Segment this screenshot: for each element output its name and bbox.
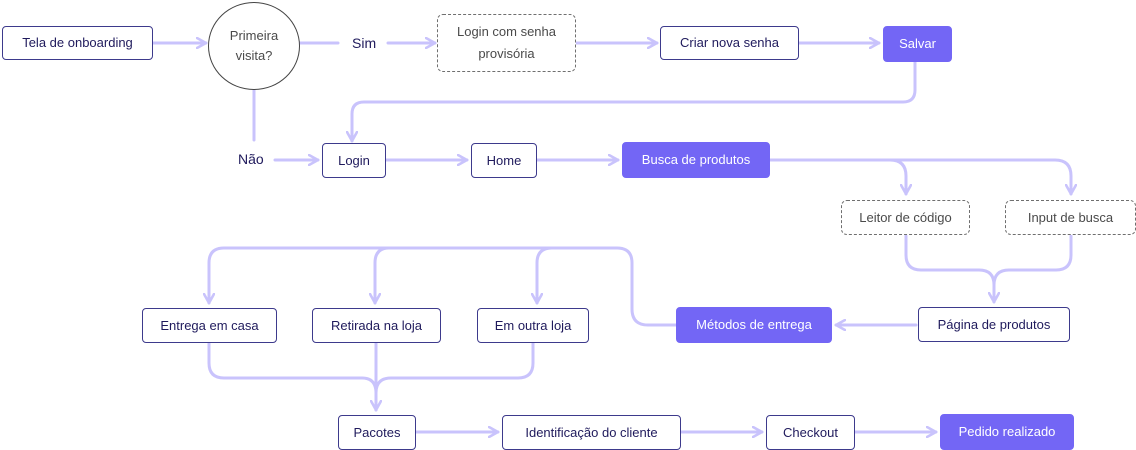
edge-outra-to-pacotes (374, 341, 535, 395)
node-pedido-realizado: Pedido realizado (940, 414, 1074, 450)
edge-leitor-to-pagina (904, 234, 994, 304)
node-metodos-de-entrega: Métodos de entrega (676, 307, 832, 343)
node-pacotes: Pacotes (338, 415, 416, 450)
node-input-de-busca: Input de busca (1005, 200, 1136, 235)
node-identificacao-do-cliente: Identificação do cliente (502, 415, 681, 450)
node-pagina-de-produtos: Página de produtos (918, 307, 1070, 342)
node-tela-de-onboarding: Tela de onboarding (2, 26, 153, 60)
node-checkout: Checkout (766, 415, 855, 450)
node-primeira-visita: Primeira visita? (208, 2, 300, 90)
edge-to-retirada (375, 246, 391, 305)
node-entrega-em-casa: Entrega em casa (142, 308, 277, 343)
edge-salvar-to-login (352, 60, 917, 143)
node-retirada-na-loja: Retirada na loja (312, 308, 441, 343)
node-login-senha-provisoria: Login com senha provisória (437, 14, 576, 72)
node-leitor-de-codigo: Leitor de código (841, 200, 970, 235)
node-salvar: Salvar (883, 26, 952, 62)
node-login: Login (322, 143, 386, 178)
node-busca-de-produtos: Busca de produtos (622, 142, 770, 178)
edge-busca-to-input (768, 158, 1071, 196)
label-sim: Sim (352, 35, 377, 51)
edge-busca-to-leitor (768, 158, 906, 196)
label-nao: Não (238, 151, 264, 167)
node-criar-nova-senha: Criar nova senha (660, 26, 799, 60)
node-home: Home (471, 143, 537, 178)
edge-input-to-pagina (992, 234, 1073, 287)
edge-entrega-to-pacotes (207, 341, 376, 412)
node-em-outra-loja: Em outra loja (477, 308, 589, 343)
edge-to-outra-loja (537, 246, 554, 305)
edge-metodos-branches (209, 246, 678, 327)
